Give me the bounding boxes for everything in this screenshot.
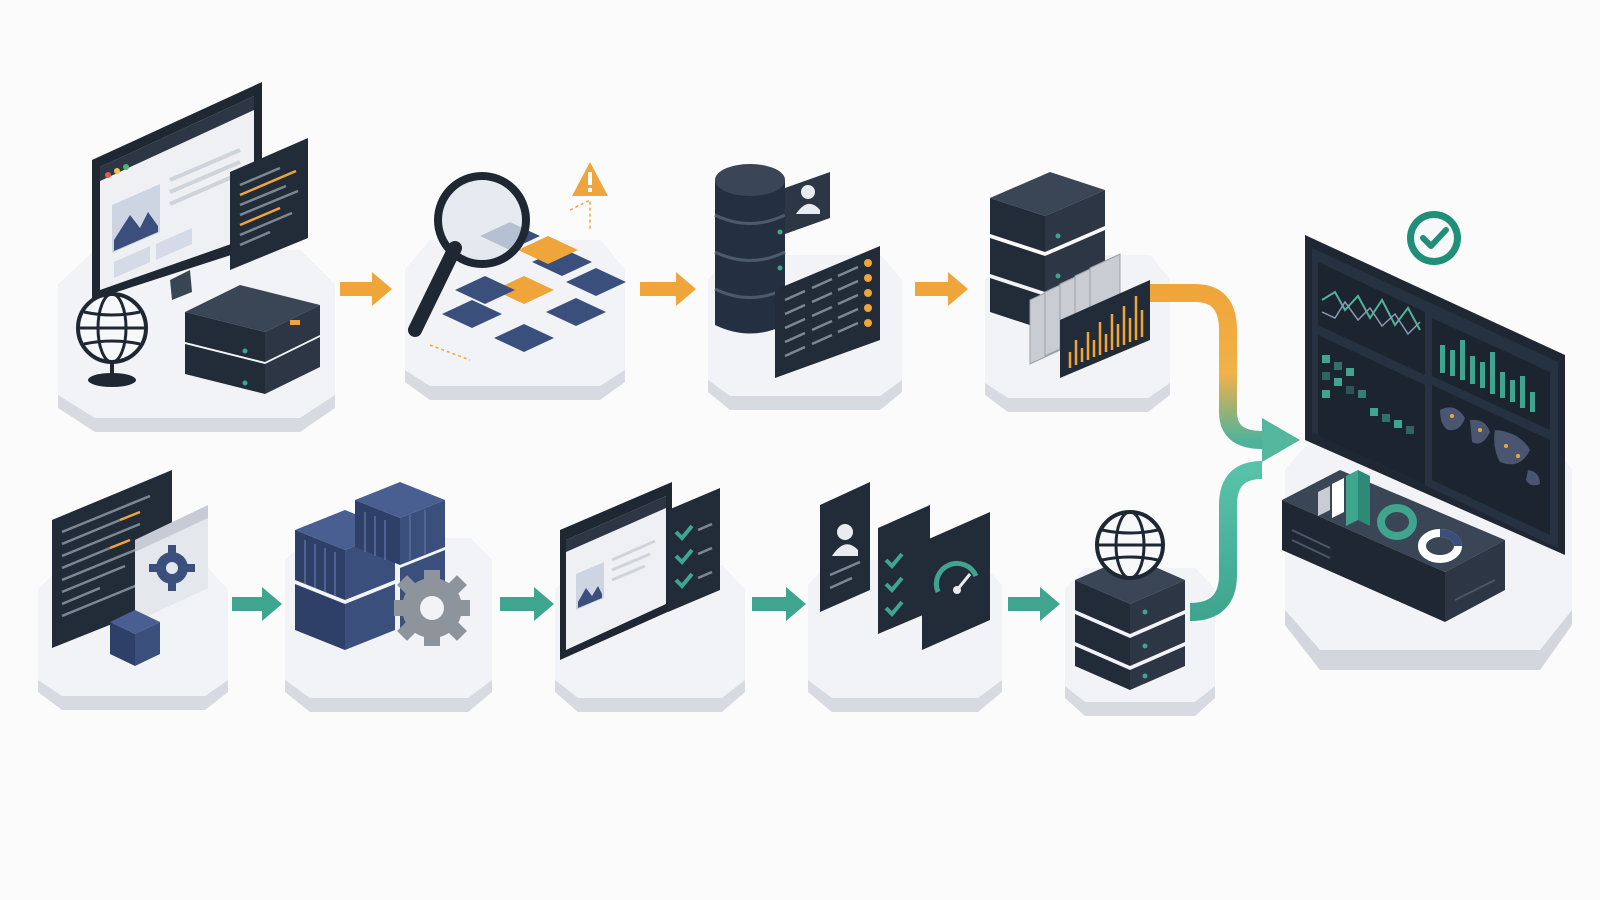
checklist-review-icon bbox=[560, 482, 720, 660]
inspect-data-icon bbox=[408, 162, 626, 361]
monitoring-panels-icon bbox=[820, 482, 990, 650]
arrow-curve-bottom-to-dashboard bbox=[1189, 461, 1263, 621]
arrow-bottom-1 bbox=[232, 587, 282, 621]
platform-inspect-data bbox=[405, 240, 625, 400]
container-stack-icon bbox=[295, 482, 470, 650]
database-storage-icon bbox=[714, 164, 880, 378]
check-badge-icon bbox=[1407, 211, 1461, 265]
arrow-top-2 bbox=[640, 272, 696, 306]
arrow-top-3 bbox=[915, 272, 968, 306]
arrow-top-1 bbox=[340, 272, 392, 306]
arrow-curve-top-to-dashboard bbox=[1150, 284, 1300, 462]
arrow-bottom-2 bbox=[500, 587, 554, 621]
arrow-bottom-4 bbox=[1008, 587, 1060, 621]
analytics-dashboard-icon bbox=[1282, 235, 1565, 622]
globe-server-icon bbox=[1075, 510, 1185, 690]
analytics-server-icon bbox=[990, 172, 1150, 378]
arrow-bottom-3 bbox=[752, 587, 806, 621]
code-config-icon bbox=[52, 470, 208, 666]
web-source-icon bbox=[76, 82, 320, 394]
